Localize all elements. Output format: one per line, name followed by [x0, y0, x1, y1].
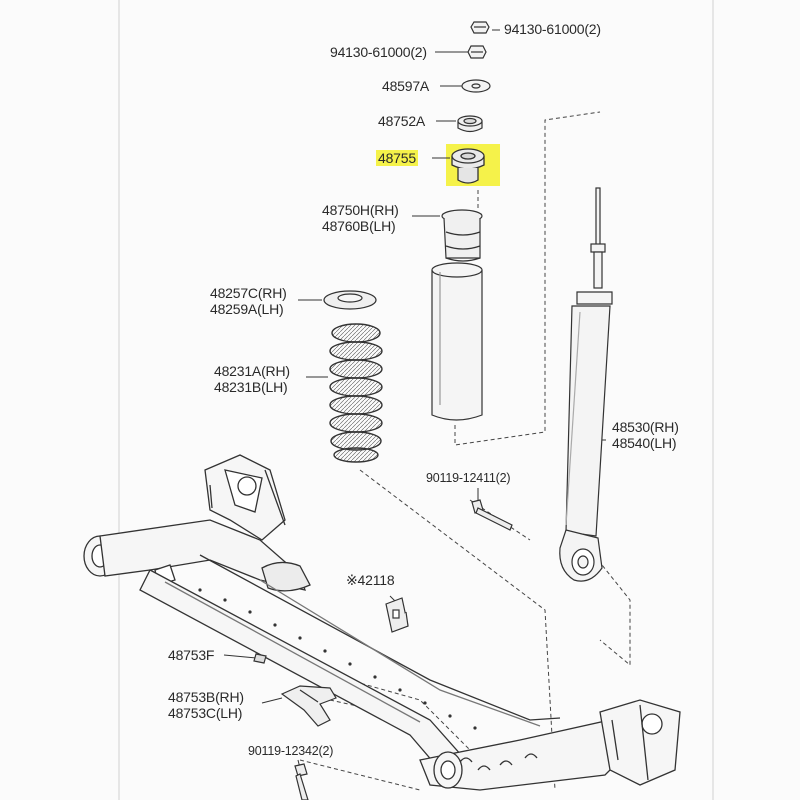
label-48753C: 48753C(LH) [168, 705, 243, 721]
washer-48597A [461, 79, 491, 93]
spring-seat-48257C [323, 290, 377, 310]
bolt-90119-12411 [471, 499, 513, 531]
bolt-90119-12342 [294, 763, 309, 800]
bushing-48755 [451, 148, 485, 184]
label-90119-12411: 90119-12411(2) [426, 471, 511, 485]
leader-lines [223, 29, 606, 769]
label-48231A: 48231A(RH) [214, 363, 290, 379]
label-94130-top: 94130-61000(2) [504, 21, 601, 37]
label-42118: ※42118 [346, 572, 395, 588]
label-48753F: 48753F [168, 647, 215, 663]
cup-48752A [457, 115, 483, 133]
bracket-42118 [385, 597, 409, 633]
label-48750H: 48750H(RH) [322, 202, 399, 218]
rear-axle-beam [83, 454, 681, 791]
bracket-48753B [280, 685, 337, 727]
nut-94130-left [467, 45, 487, 59]
nut-94130-top [470, 21, 490, 34]
label-48257C: 48257C(RH) [210, 285, 287, 301]
shock-absorber-48530 [559, 187, 613, 582]
label-90119-12342: 90119-12342(2) [248, 744, 334, 758]
label-48259A: 48259A(LH) [210, 301, 284, 317]
label-48760B: 48760B(LH) [322, 218, 396, 234]
label-94130-left: 94130-61000(2) [330, 44, 427, 60]
label-48231B: 48231B(LH) [214, 379, 288, 395]
bolt-48753F [253, 653, 267, 664]
label-48597A: 48597A [382, 78, 430, 94]
dust-boot [431, 262, 483, 421]
coil-spring-48231 [329, 323, 383, 463]
bump-stop-48750H [441, 209, 483, 262]
label-48530: 48530(RH) [612, 419, 679, 435]
label-48752A: 48752A [378, 113, 426, 129]
label-48755: 48755 [376, 150, 418, 166]
label-48753B: 48753B(RH) [168, 689, 244, 705]
label-48540: 48540(LH) [612, 435, 677, 451]
